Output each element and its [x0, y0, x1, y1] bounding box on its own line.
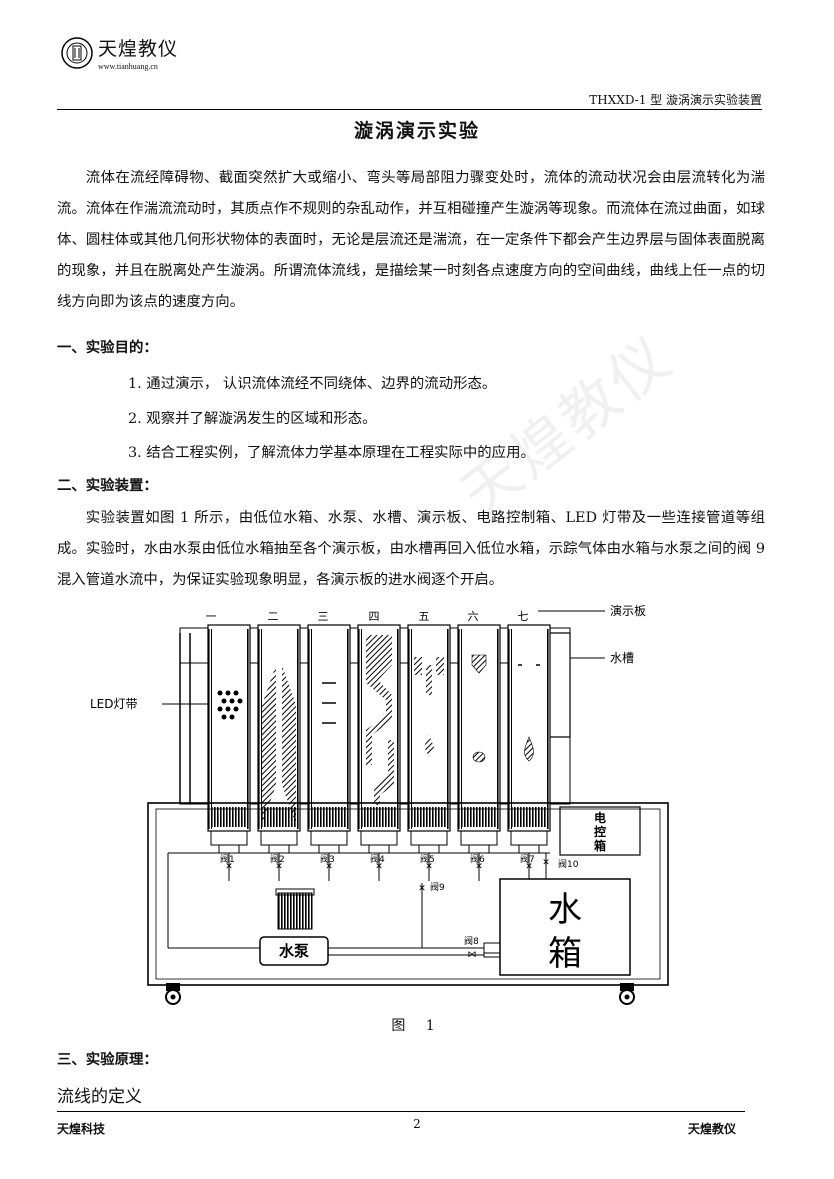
header-divider [57, 109, 762, 110]
valve-label: 阀7 [520, 854, 535, 865]
list-item: 1. 通过演示， 认识流体流经不同绕体、边界的流动形态。 [128, 376, 497, 392]
column-label: 四 [369, 610, 380, 623]
svg-text:✕: ✕ [375, 862, 383, 872]
control-label: 控 [594, 824, 606, 839]
logo-icon [61, 37, 93, 69]
pump-label: 水泵 [279, 942, 309, 960]
valve-label: 阀6 [470, 854, 485, 865]
demo-boards [207, 624, 551, 832]
label-demo-board: 演示板 [610, 603, 646, 618]
wheel-icon [165, 983, 181, 1005]
list-item: 3. 结合工程实例，了解流体力学基本原理在工程实际中的应用。 [128, 445, 535, 461]
intro-paragraph: 流体在流经障碍物、截面突然扩大或缩小、弯头等局部阻力骤变处时，流体的流动状况会由… [57, 170, 765, 310]
svg-text:✕: ✕ [475, 862, 483, 872]
label-led: LED灯带 [90, 697, 138, 711]
tank-label: 水 [548, 890, 582, 930]
valve-label: 阀3 [320, 854, 335, 865]
wheel-icon [619, 983, 635, 1005]
watermark: 天煌教仪 [448, 322, 686, 530]
list-item: 2. 观察并了解漩涡发生的区域和形态。 [128, 411, 377, 427]
column-label: 一 [206, 610, 217, 623]
valve-label: 阀5 [420, 854, 435, 865]
column-label: 六 [468, 610, 479, 623]
apparatus-figure: 一 二 三 四 五 六 七 [90, 603, 669, 1005]
section-3-heading: 三、实验原理： [57, 1052, 158, 1068]
logo-text: 天煌教仪 [98, 38, 179, 60]
pump: 水泵 [259, 888, 329, 966]
section-2-block: 实验装置如图 1 所示，由低位水箱、水泵、水槽、演示板、电路控制箱、LED 灯带… [57, 503, 765, 596]
footer-right: 天煌教仪 [687, 1122, 736, 1136]
logo-url: www.tianhuang.cn [98, 62, 158, 71]
section-2-paragraph: 实验装置如图 1 所示，由低位水箱、水泵、水槽、演示板、电路控制箱、LED 灯带… [57, 510, 765, 588]
column-label: 二 [268, 610, 279, 623]
valve8-label: 阀8 [464, 936, 479, 947]
valve-label: 阀1 [220, 854, 235, 865]
column-label: 五 [419, 610, 430, 623]
column-labels: 一 二 三 四 五 六 七 [206, 610, 529, 623]
control-label: 电 [594, 810, 606, 825]
label-trough: 水槽 [610, 651, 634, 665]
column-label: 三 [318, 610, 329, 623]
footer-left: 天煌科技 [57, 1122, 106, 1136]
svg-text:⋈: ⋈ [468, 950, 477, 960]
svg-text:✕: ✕ [425, 862, 433, 872]
doc-label: THXXD-1 型 漩涡演示实验装置 [589, 93, 762, 107]
intro-block: 流体在流经障碍物、截面突然扩大或缩小、弯头等局部阻力骤变处时，流体的流动状况会由… [57, 163, 765, 318]
svg-text:✕: ✕ [525, 862, 533, 872]
page-number: 2 [413, 1117, 421, 1131]
control-label: 箱 [594, 838, 606, 853]
valve-label: 阀4 [370, 854, 385, 865]
svg-text:✕: ✕ [418, 884, 426, 894]
water-tank: 水 箱 [483, 878, 631, 976]
svg-text:✕: ✕ [225, 862, 233, 872]
valve9-label: 阀9 [430, 882, 445, 893]
svg-text:✕: ✕ [325, 862, 333, 872]
svg-text:✕: ✕ [275, 862, 283, 872]
valve-label: 阀2 [270, 854, 285, 865]
control-box [559, 806, 641, 856]
svg-text:✕: ✕ [542, 858, 550, 868]
section-1-heading: 一、实验目的： [57, 340, 158, 356]
column-label: 七 [518, 610, 529, 623]
footer-divider [57, 1111, 745, 1112]
section-2-heading: 二、实验装置： [57, 478, 158, 494]
section-3-subheading: 流线的定义 [57, 1087, 142, 1107]
valves: ✕ ✕ ✕ ✕ ✕ ✕ ✕ 阀1 阀2 阀3 阀4 阀5 阀6 阀7 [210, 830, 548, 881]
figure-caption: 图 1 [391, 1018, 443, 1034]
tank-label: 箱 [548, 934, 582, 974]
page-title: 漩涡演示实验 [353, 120, 480, 142]
valve10-label: 阀10 [558, 859, 579, 870]
